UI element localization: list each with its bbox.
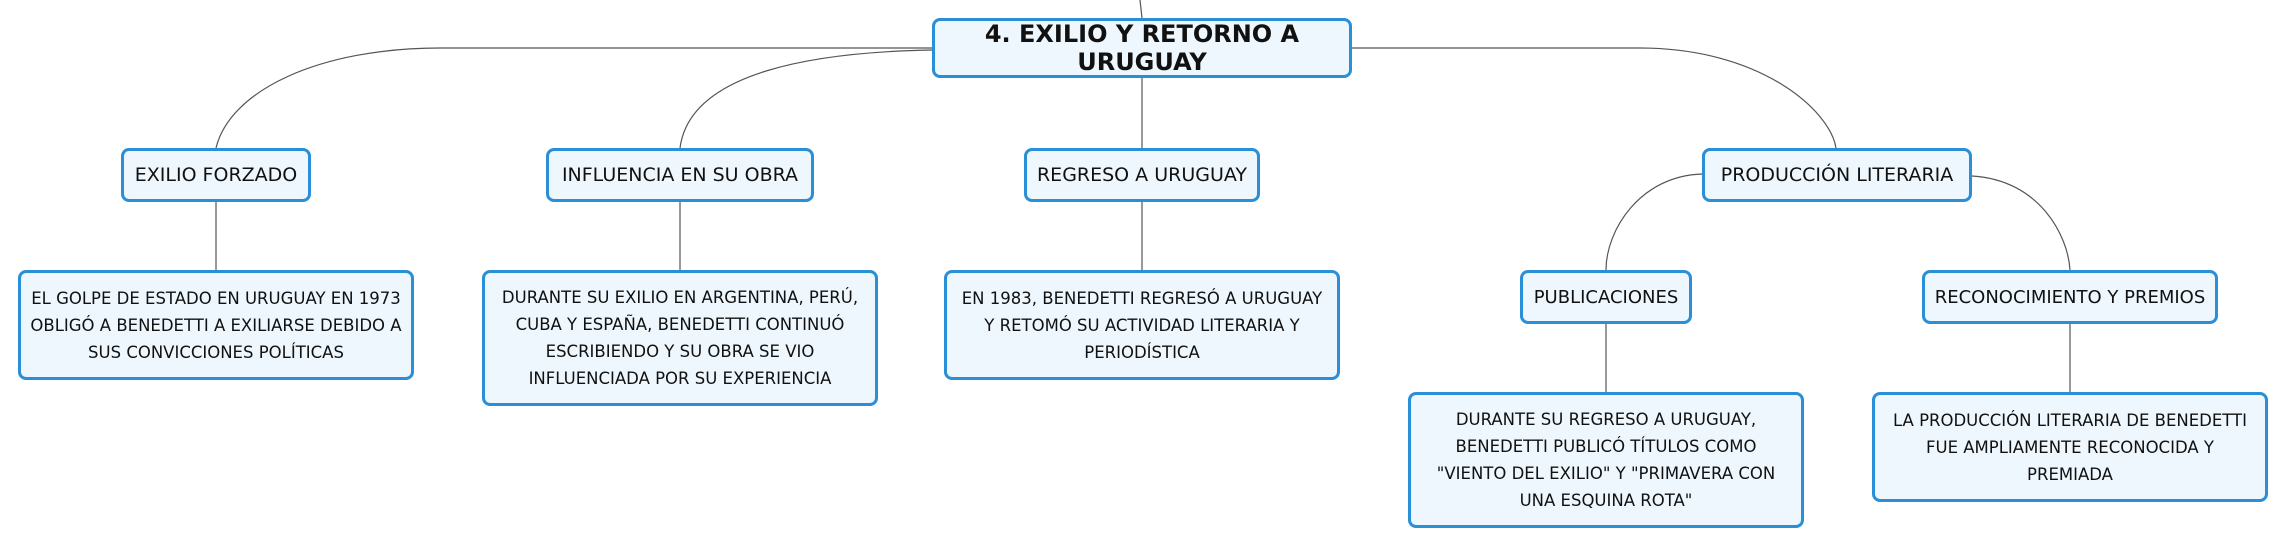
root-topic[interactable]: 4. EXILIO Y RETORNO A URUGUAY	[932, 18, 1352, 78]
branch-exilio-forzado[interactable]: EXILIO FORZADO	[121, 148, 311, 202]
connector-produccion-reconocimiento	[1971, 175, 2071, 271]
root-topic-label: 4. EXILIO Y RETORNO A URUGUAY	[984, 20, 1300, 76]
connector-root-produccion	[1352, 47, 1837, 149]
branch-label: INFLUENCIA EN SU OBRA	[561, 164, 799, 186]
subbranch-publicaciones[interactable]: PUBLICACIONES	[1520, 270, 1692, 324]
branch-label: EXILIO FORZADO	[134, 164, 298, 186]
detail-text: EL GOLPE DE ESTADO EN URUGUAY EN 1973 OB…	[30, 288, 402, 362]
detail-influencia-en-su-obra[interactable]: DURANTE SU EXILIO EN ARGENTINA, PERÚ, CU…	[482, 270, 878, 406]
subbranch-label: PUBLICACIONES	[1533, 286, 1679, 308]
detail-text: DURANTE SU REGRESO A URUGUAY, BENEDETTI …	[1436, 410, 1776, 510]
detail-publicaciones[interactable]: DURANTE SU REGRESO A URUGUAY, BENEDETTI …	[1408, 392, 1804, 528]
connector-root-parent	[1139, 0, 1143, 19]
detail-text: DURANTE SU EXILIO EN ARGENTINA, PERÚ, CU…	[501, 288, 859, 388]
detail-text: EN 1983, BENEDETTI REGRESÓ A URUGUAY Y R…	[961, 288, 1323, 362]
subbranch-reconocimiento-y-premios[interactable]: RECONOCIMIENTO Y PREMIOS	[1922, 270, 2218, 324]
detail-regreso-a-uruguay[interactable]: EN 1983, BENEDETTI REGRESÓ A URUGUAY Y R…	[944, 270, 1340, 380]
connector-produccion-publicaciones	[1605, 173, 1703, 271]
branch-influencia-en-su-obra[interactable]: INFLUENCIA EN SU OBRA	[546, 148, 814, 202]
detail-exilio-forzado[interactable]: EL GOLPE DE ESTADO EN URUGUAY EN 1973 OB…	[18, 270, 414, 380]
connector-root-exilio	[215, 47, 932, 149]
subbranch-label: RECONOCIMIENTO Y PREMIOS	[1934, 286, 2206, 308]
detail-text: LA PRODUCCIÓN LITERARIA DE BENEDETTI FUE…	[1892, 410, 2248, 484]
detail-reconocimiento-y-premios[interactable]: LA PRODUCCIÓN LITERARIA DE BENEDETTI FUE…	[1872, 392, 2268, 502]
connector-root-influencia	[679, 49, 933, 149]
branch-label: PRODUCCIÓN LITERARIA	[1720, 164, 1954, 186]
branch-produccion-literaria[interactable]: PRODUCCIÓN LITERARIA	[1702, 148, 1972, 202]
branch-regreso-a-uruguay[interactable]: REGRESO A URUGUAY	[1024, 148, 1260, 202]
branch-label: REGRESO A URUGUAY	[1036, 164, 1247, 186]
